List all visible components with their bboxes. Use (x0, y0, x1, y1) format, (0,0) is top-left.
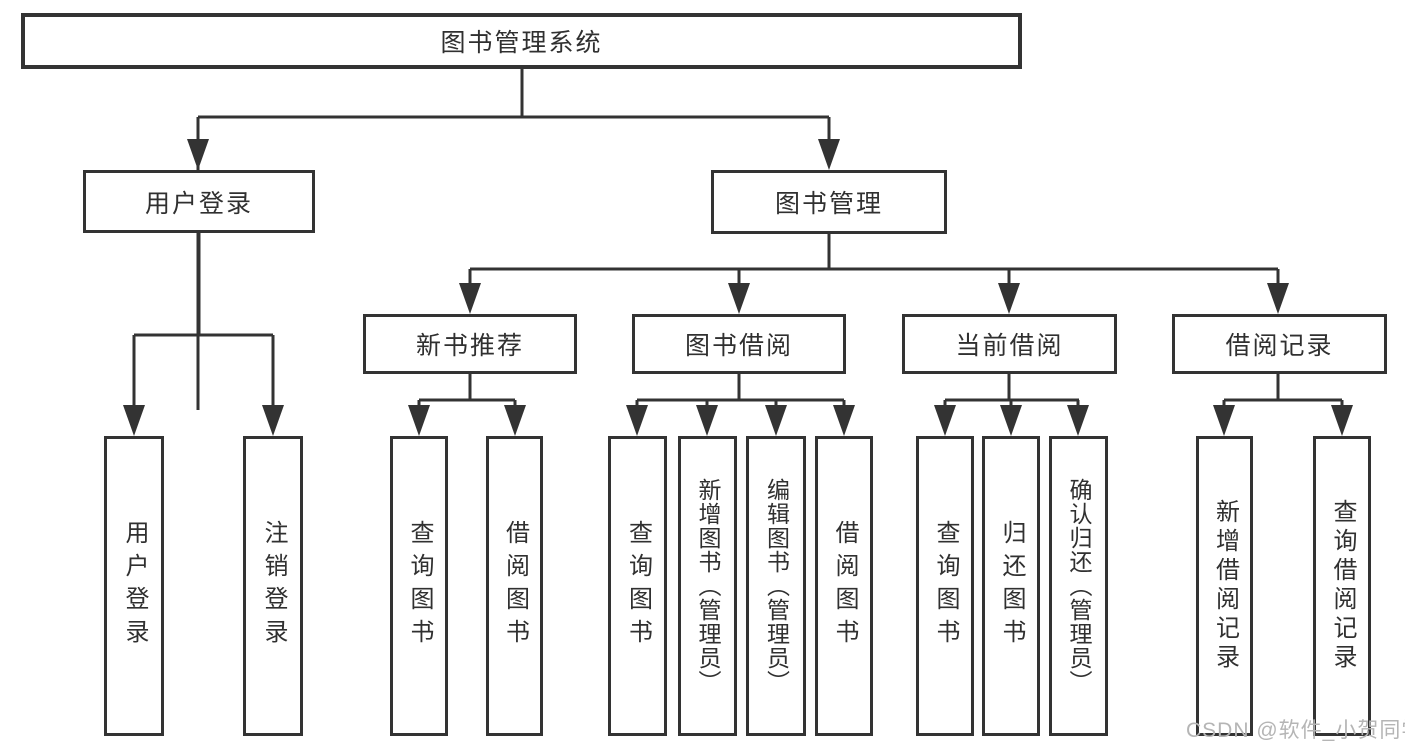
arrowhead-icon (1213, 405, 1235, 436)
node-label: 查询图书 (406, 520, 433, 652)
node-label: 图书管理系统 (440, 29, 603, 57)
node-new-book-recommendation: 新书推荐 (363, 314, 577, 374)
node-label: 注销登录 (260, 520, 287, 652)
leaf-logout: 注销登录 (243, 436, 303, 736)
node-library-management-system: 图书管理系统 (21, 13, 1022, 69)
leaf-add-borrow-record: 新增借阅记录 (1196, 436, 1253, 736)
arrowhead-icon (1067, 405, 1089, 436)
node-label: 用户登录 (121, 520, 148, 652)
arrowhead-icon (262, 405, 284, 436)
arrowhead-icon (1331, 405, 1353, 436)
arrowhead-icon (696, 405, 718, 436)
node-label: 编辑图书（管理员） (763, 478, 790, 694)
arrowhead-icon (818, 139, 840, 170)
leaf-return-books: 归还图书 (982, 436, 1040, 736)
leaf-user-login: 用户登录 (104, 436, 164, 736)
node-user-login: 用户登录 (83, 170, 315, 233)
node-label: 查询图书 (624, 520, 652, 652)
arrowhead-icon (833, 405, 855, 436)
arrowhead-icon (934, 405, 956, 436)
arrowhead-icon (504, 405, 526, 436)
leaf-borrow-books-recommend: 借阅图书 (486, 436, 543, 736)
arrowhead-icon (765, 405, 787, 436)
arrowhead-icon (459, 283, 481, 314)
node-label: 借阅记录 (1225, 332, 1334, 360)
node-label: 确认归还（管理员） (1066, 478, 1092, 694)
leaf-confirm-return-admin: 确认归还（管理员） (1049, 436, 1108, 736)
leaf-edit-books-admin: 编辑图书（管理员） (746, 436, 806, 736)
node-label: 图书借阅 (684, 332, 793, 360)
node-book-management: 图书管理 (711, 170, 947, 234)
node-book-borrowing: 图书借阅 (632, 314, 846, 374)
arrowhead-icon (998, 283, 1020, 314)
node-label: 新书推荐 (415, 332, 524, 360)
arrowhead-icon (1000, 405, 1022, 436)
arrowhead-icon (187, 139, 209, 170)
leaf-query-borrow-record: 查询借阅记录 (1313, 436, 1371, 736)
node-label: 借阅图书 (831, 520, 858, 652)
node-label: 新增图书（管理员） (695, 478, 721, 694)
arrowhead-icon (408, 405, 430, 436)
node-label: 归还图书 (998, 520, 1025, 652)
node-label: 新增借阅记录 (1211, 499, 1239, 673)
arrowhead-icon (626, 405, 648, 436)
node-label: 查询借阅记录 (1329, 499, 1356, 673)
leaf-query-books-borrow: 查询图书 (608, 436, 667, 736)
leaf-query-books-current: 查询图书 (916, 436, 974, 736)
leaf-query-books-recommend: 查询图书 (390, 436, 448, 736)
csdn-watermark: CSDN @软件_小贺同学 (1186, 719, 1405, 742)
node-label: 当前借阅 (955, 332, 1064, 360)
leaf-add-books-admin: 新增图书（管理员） (678, 436, 737, 736)
node-label: 查询图书 (932, 520, 959, 652)
arrowhead-icon (728, 283, 750, 314)
node-borrowing-records: 借阅记录 (1172, 314, 1387, 374)
arrowhead-icon (1267, 283, 1289, 314)
node-label: 图书管理 (774, 190, 883, 218)
node-label: 用户登录 (144, 189, 253, 218)
node-current-borrowing: 当前借阅 (902, 314, 1117, 374)
arrowhead-icon (123, 405, 145, 436)
node-label: 借阅图书 (501, 520, 529, 652)
leaf-borrow-books: 借阅图书 (815, 436, 873, 736)
